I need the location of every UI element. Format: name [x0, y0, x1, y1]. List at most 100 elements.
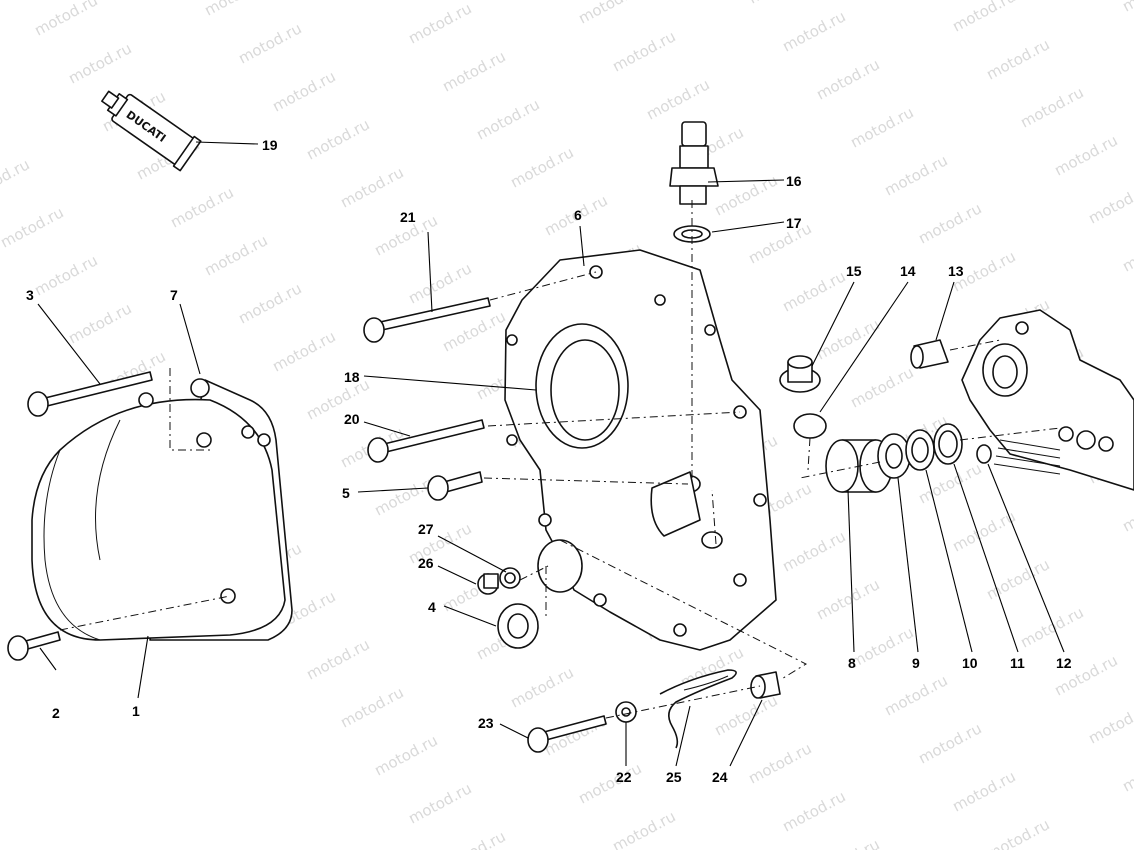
watermark-text: motod.ru [779, 267, 848, 315]
callout-15: 15 [846, 263, 862, 279]
watermark-text: motod.ru [337, 683, 406, 731]
watermark-text: motod.ru [1119, 487, 1134, 535]
watermark-text: motod.ru [1051, 131, 1120, 179]
watermark-text: motod.ru [1085, 179, 1134, 227]
callout-3: 3 [26, 287, 34, 303]
watermark-text: motod.ru [575, 759, 644, 807]
callout-21: 21 [400, 209, 416, 225]
filler-plug-15-part [779, 355, 821, 393]
watermark-text: motod.ru [1119, 0, 1134, 16]
callout-25: 25 [666, 769, 682, 785]
watermark-text: motod.ru [813, 835, 882, 850]
spacer-10-part [905, 429, 935, 471]
callout-12: 12 [1056, 655, 1072, 671]
watermark-text: motod.ru [813, 575, 882, 623]
callout-4: 4 [428, 599, 436, 615]
watermark-text: motod.ru [31, 0, 100, 40]
watermark-text: motod.ru [65, 299, 134, 347]
callout-19: 19 [262, 137, 278, 153]
plug-26-part [477, 573, 499, 595]
callout-17: 17 [786, 215, 802, 231]
watermark-text: motod.ru [847, 103, 916, 151]
callout-18: 18 [344, 369, 360, 385]
callout-13: 13 [948, 263, 964, 279]
assembly-axes [59, 200, 1061, 719]
bolt-2-part [7, 631, 61, 661]
watermark-text: motod.ru [1017, 603, 1086, 651]
circlip-11-part [933, 423, 963, 465]
watermark-text: motod.ru [65, 39, 134, 87]
leader-lines [37, 141, 1065, 767]
watermark-text: motod.ru [915, 719, 984, 767]
watermark-text: motod.ru [439, 827, 508, 850]
sealing-washer-17-part [673, 225, 711, 243]
watermark-text: motod.ru [405, 519, 474, 567]
watermark-text: motod.ru [1119, 227, 1134, 275]
bolt-5-part [427, 471, 483, 501]
bolt-23-part [527, 715, 607, 753]
watermark-text: motod.ru [473, 95, 542, 143]
callout-22: 22 [616, 769, 632, 785]
callout-16: 16 [786, 173, 802, 189]
watermark-text: motod.ru [167, 183, 236, 231]
watermark-text: motod.ru [745, 739, 814, 787]
dowel-13-part [910, 339, 949, 369]
watermark-text: motod.ru [813, 55, 882, 103]
watermark-text: motod.ru [0, 155, 33, 203]
watermark-text: motod.ru [337, 163, 406, 211]
watermark-text: motod.ru [405, 0, 474, 48]
callout-20: 20 [344, 411, 360, 427]
washer-22-part [615, 701, 637, 723]
callout-24: 24 [712, 769, 728, 785]
callout-14: 14 [900, 263, 916, 279]
watermark-text: motod.ru [303, 635, 372, 683]
watermark-text: motod.ru [881, 151, 950, 199]
watermark-text: motod.ru [371, 731, 440, 779]
watermark-text: motod.ru [779, 7, 848, 55]
watermark-text: motod.ru [745, 0, 814, 8]
watermark-text: motod.ru [779, 527, 848, 575]
callout-27: 27 [418, 521, 434, 537]
watermark-text: motod.ru [269, 67, 338, 115]
bearing-9-part [877, 433, 911, 479]
watermark-text: motod.ru [235, 279, 304, 327]
watermark-text: motod.ru [779, 787, 848, 835]
watermark-text: motod.ru [711, 171, 780, 219]
callout-labels: 19 3 7 2 1 21 6 18 20 5 27 26 4 16 17 15… [26, 137, 1072, 785]
watermark-text: motod.ru [609, 807, 678, 850]
watermark-text: motod.ru [813, 315, 882, 363]
engine-case-right-part [961, 309, 1134, 491]
crankcase-housing-part [504, 249, 777, 651]
callout-6: 6 [574, 207, 582, 223]
watermark-text: motod.ru [507, 143, 576, 191]
callout-2: 2 [52, 705, 60, 721]
o-ring-14-part [793, 413, 827, 439]
callout-8: 8 [848, 655, 856, 671]
callout-23: 23 [478, 715, 494, 731]
callout-9: 9 [912, 655, 920, 671]
callout-1: 1 [132, 703, 140, 719]
watermark-text: motod.ru [303, 375, 372, 423]
callout-7: 7 [170, 287, 178, 303]
callout-10: 10 [962, 655, 978, 671]
watermark-text: motod.ru [983, 815, 1052, 850]
bolt-3-part [27, 371, 153, 417]
watermark-text: motod.ru [0, 203, 67, 251]
callout-26: 26 [418, 555, 434, 571]
watermark-text: motod.ru [235, 19, 304, 67]
bolt-20-part [367, 419, 485, 463]
clutch-cover-part [31, 378, 293, 641]
watermark-text: motod.ru [507, 663, 576, 711]
watermark-text: motod.ru [405, 779, 474, 827]
temperature-sender-part [669, 121, 719, 205]
watermark-text: motod.ru [745, 219, 814, 267]
watermark-text: motod.ru [31, 251, 100, 299]
callout-11: 11 [1010, 655, 1025, 671]
watermark-text: motod.ru [575, 0, 644, 28]
watermark-text: motod.ru [643, 75, 712, 123]
oil-seal-4-part [497, 603, 539, 649]
watermark-text: motod.ru [847, 623, 916, 671]
watermark-text: motod.ru [201, 231, 270, 279]
